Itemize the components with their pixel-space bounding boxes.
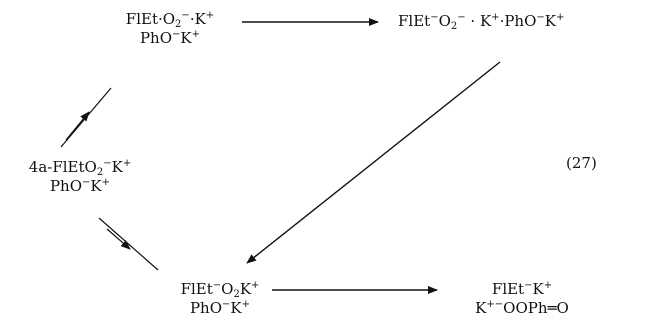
species-bottom-right-line1: FlEt−K+ [491,280,553,298]
species-bottom-right: FlEt−K+ K+−OOPh═O [452,280,592,318]
species-bottom-right-line2: K+−OOPh═O [475,299,569,317]
species-middle-left-line2: PhO−K+ [49,177,111,195]
species-middle-left-line1: 4a-FlEtO2−K+ [28,158,132,178]
species-top-left-line2: PhO−K+ [139,29,201,47]
arrow-diagonal-forward [246,61,501,264]
species-bottom-center-line1: FlEt−O2K+ [180,280,260,300]
equilibrium-arrow-upper-a [60,87,112,148]
equation-number: (27) [566,154,597,172]
species-bottom-center-line2: PhO−K+ [189,299,251,317]
equilibrium-arrow-upper-b [65,111,90,141]
equilibrium-arrow-lower-b [106,228,131,250]
species-bottom-center: FlEt−O2K+ PhO−K+ [160,280,280,318]
species-top-left-line1: FlEt·O2−·K+ [125,10,215,30]
species-top-right: FlEt−O2− · K+·PhO−K+ [398,12,648,32]
species-top-right-line1: FlEt−O2− · K+·PhO−K+ [398,12,565,32]
species-middle-left: 4a-FlEtO2−K+ PhO−K+ [0,158,160,196]
equilibrium-arrow-lower-a [98,217,159,271]
species-top-left: FlEt·O2−·K+ PhO−K+ [80,10,260,48]
